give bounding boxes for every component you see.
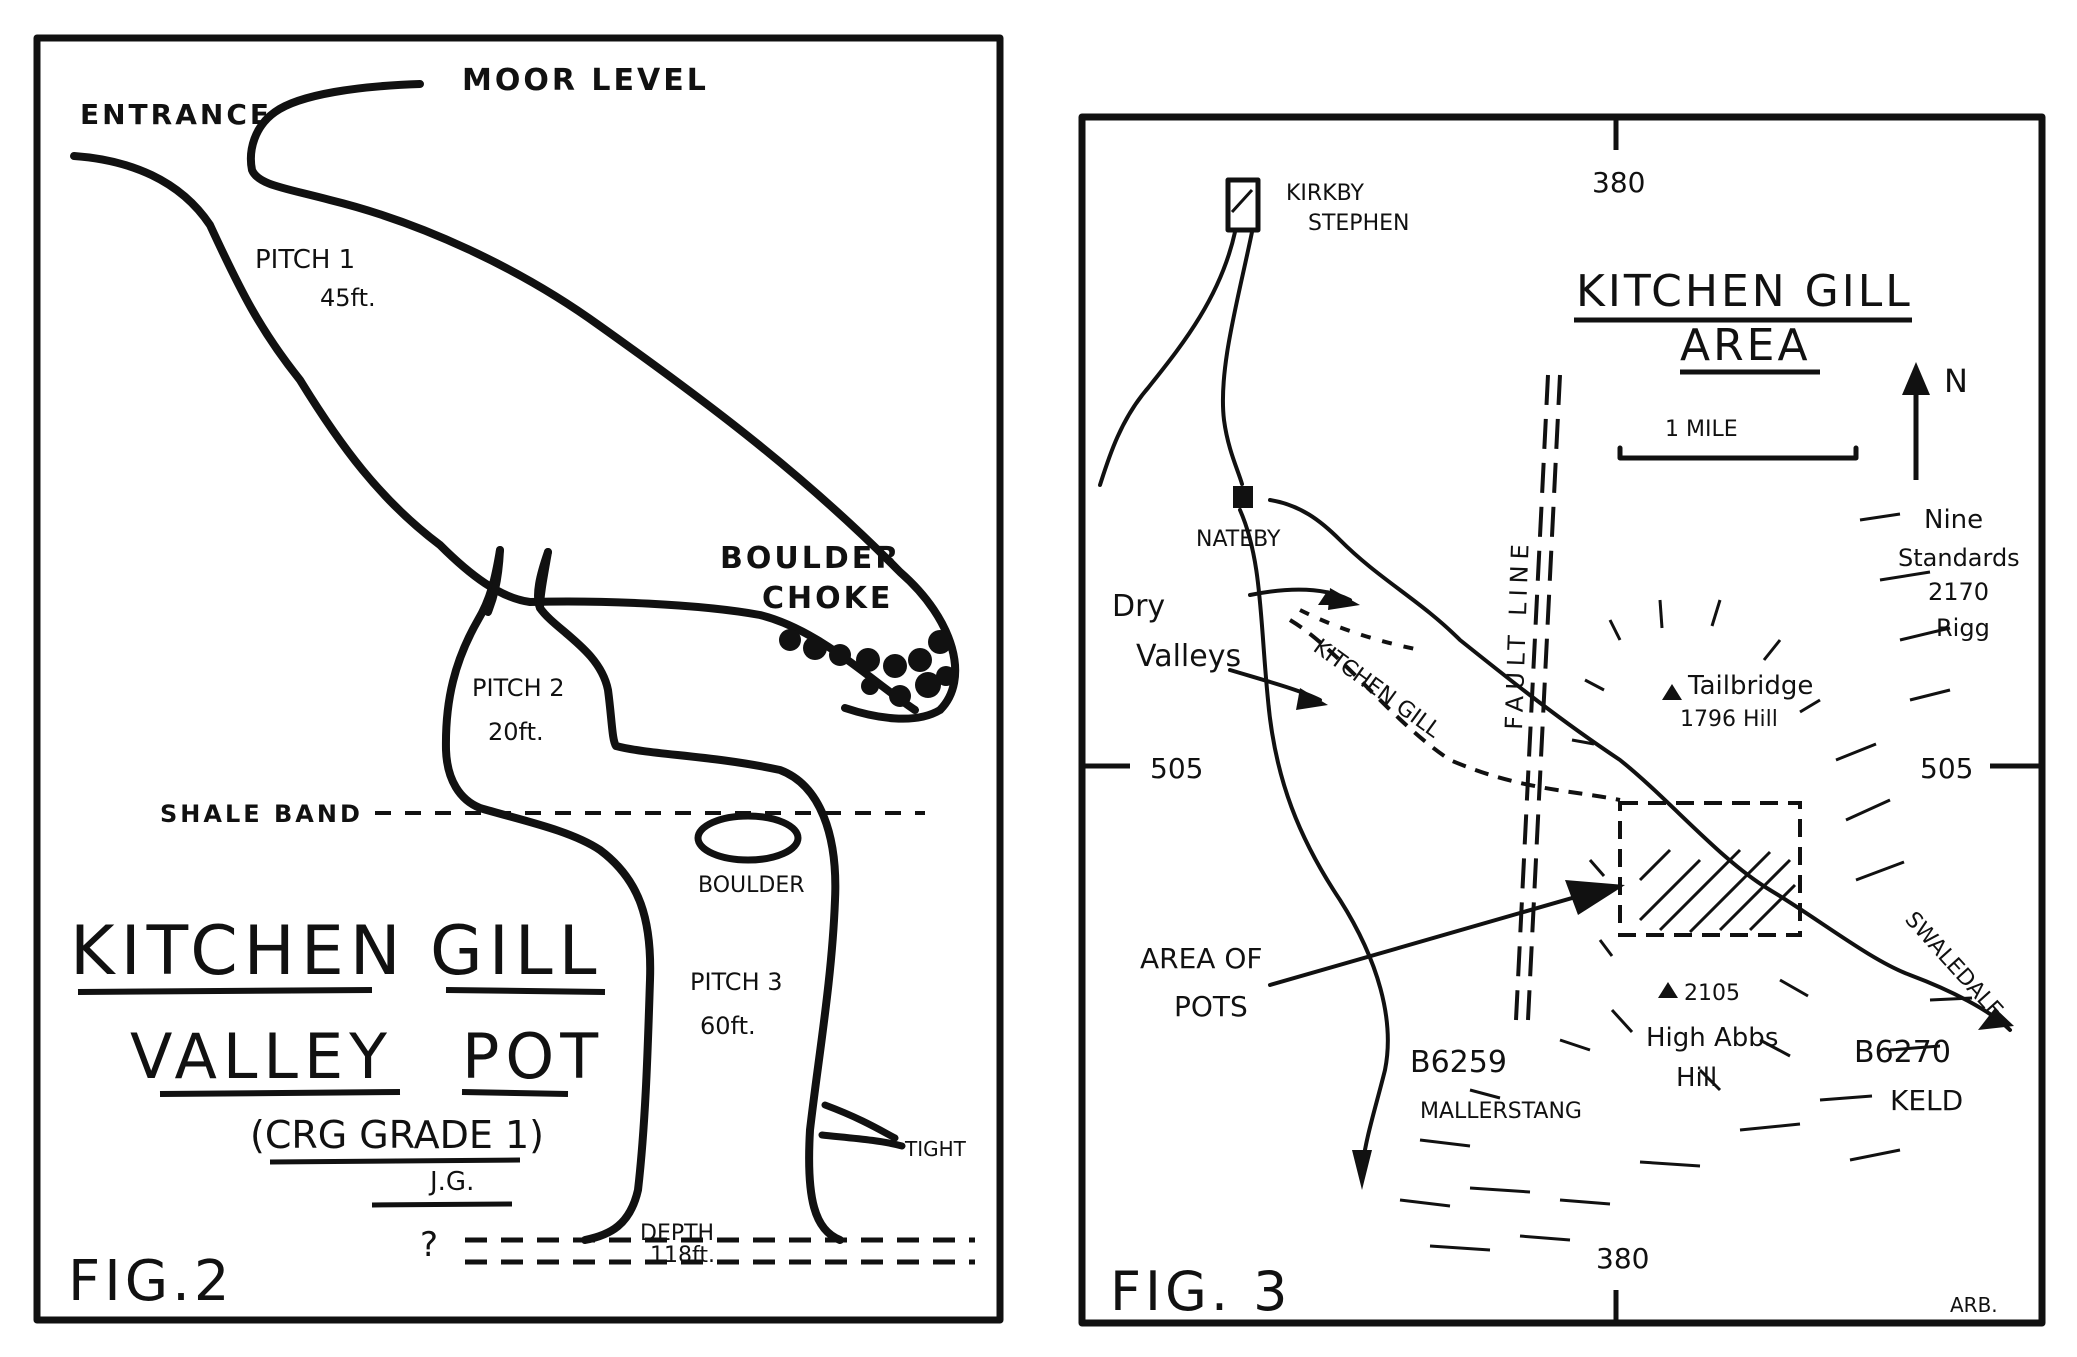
fig3-road-kirkby-nateby: [1220, 230, 1254, 486]
fig3-nine-standards-label-4: Rigg: [1936, 614, 1990, 642]
fig3-road-b6259: [1238, 508, 1390, 1172]
fig2-title-valley: VALLEY: [130, 1020, 393, 1093]
fig2-boulder-choke-label-2: CHOKE: [762, 581, 893, 616]
fig3-scale-bar: [1617, 445, 1859, 461]
fig2-boulder-label: BOULDER: [698, 873, 805, 898]
fig2-title-underline-1a: [77, 987, 373, 995]
fig2-boulder-choke-label-1: BOULDER: [720, 541, 901, 576]
fig3-figure-label: FIG. 3: [1110, 1260, 1292, 1323]
fig2-boulder-choke: [779, 629, 956, 707]
fig3-grid-bottom-label: 380: [1596, 1242, 1649, 1275]
fig3-river-west: [1098, 230, 1237, 487]
fig3-dry-valleys-label-1: Dry: [1112, 589, 1165, 624]
fig2-entrance-label: ENTRANCE: [80, 98, 272, 131]
fig2-grade-label: (CRG GRADE 1): [250, 1113, 544, 1157]
fig2-tight-marks: [818, 1101, 906, 1150]
fig3-scale-label: 1 MILE: [1665, 417, 1738, 442]
fig3-area-of-pots-box: [1618, 801, 1802, 937]
fig3-high-abbs-label-1: 2105: [1684, 981, 1740, 1006]
fig2-title-kitchen: KITCHEN: [70, 912, 407, 991]
fig2-cave-section: ENTRANCE MOOR LEVEL PITCH 1 45ft. BOULDE…: [33, 34, 1004, 1324]
fig2-title-underline-2a: [159, 1089, 401, 1097]
fig2-title-underline-2b: [461, 1089, 569, 1097]
fig3-grid-right-label: 505: [1920, 752, 1973, 785]
fig2-title-gill: GILL: [430, 912, 603, 991]
fig3-road-b6270-arrow: [1978, 1008, 2014, 1030]
fig3-nine-standards-label-3: 2170: [1928, 578, 1989, 606]
fig3-b6270-label: B6270: [1854, 1035, 1951, 1070]
fig3-hachures: [1399, 512, 1973, 1252]
fig2-pitch1-depth: 45ft.: [320, 284, 376, 312]
fig2-inner-passage-wall: [70, 152, 919, 714]
fig3-area-of-pots-arrow: [1268, 888, 1602, 987]
fig2-pitch2-label: PITCH 2: [472, 674, 565, 702]
fig3-nateby-hill-marker: [1318, 590, 1338, 605]
fig3-dry-valley-arrowhead-2: [1296, 688, 1328, 710]
fig3-swaledale-label: SWALEDALE: [1900, 907, 2008, 1023]
fig3-title-line1: KITCHEN GILL: [1576, 266, 1913, 317]
fig3-frame: [1078, 113, 2046, 1327]
fig2-moor-level-label: MOOR LEVEL: [462, 63, 709, 98]
fig3-area-of-pots-label-2: POTS: [1174, 990, 1248, 1023]
fig3-area-of-pots-label-1: AREA OF: [1140, 942, 1263, 975]
fig3-initials: ARB.: [1950, 1293, 1998, 1317]
fig2-depth-value: 118ft.: [650, 1243, 715, 1268]
fig2-frame: [33, 34, 1004, 1324]
fig2-pitch2-top-left: [484, 546, 504, 616]
fig3-mallerstang-label: MALLERSTANG: [1420, 1099, 1582, 1124]
fig3-road-b6270: [1268, 498, 2012, 1032]
fig3-area-of-pots-arrowhead: [1565, 880, 1625, 915]
fig2-pitch2-left-wall: [441, 546, 655, 1244]
fig2-initials: J.G.: [428, 1167, 474, 1197]
fig3-north-arrow-head: [1902, 362, 1930, 395]
fig3-fault-line-2: [1526, 374, 1562, 1021]
fig2-unknown-marker: ?: [420, 1225, 438, 1265]
fig2-pitch1-label: PITCH 1: [255, 245, 355, 275]
fig3-north-label: N: [1944, 362, 1968, 400]
fig3-kirkby-label-2: STEPHEN: [1308, 211, 1409, 236]
fig3-keld-label: KELD: [1890, 1084, 1963, 1117]
fig3-nine-standards-label-2: Standards: [1898, 544, 2020, 572]
fig3-grid-top-label: 380: [1592, 166, 1645, 199]
fig3-kitchen-gill-stream: [1288, 618, 1621, 802]
fig3-tailbridge-label-1: Tailbridge: [1687, 671, 1813, 701]
fig3-high-abbs-label-2: High Abbs: [1646, 1023, 1778, 1053]
fig3-nateby-symbol: [1233, 486, 1253, 508]
fig3-tailbridge-hill-marker: [1662, 684, 1682, 700]
fig3-road-b6259-arrow: [1352, 1150, 1372, 1190]
fig3-dry-valleys-label-2: Valleys: [1136, 639, 1241, 674]
fig3-tailbridge-label-2: 1796 Hill: [1680, 707, 1778, 732]
fig3-nine-standards-label-1: Nine: [1924, 505, 1983, 535]
fig3-kirkby-label-1: KIRKBY: [1286, 181, 1365, 206]
fig3-kirkby-hatch: [1230, 188, 1254, 214]
fig3-area-of-pots-hatching: [1638, 848, 1797, 934]
fig2-boulder-shape: [694, 812, 802, 864]
fig2-figure-label: FIG.2: [68, 1249, 234, 1314]
fig2-pitch3-depth: 60ft.: [700, 1012, 756, 1040]
fig3-grid-left-label: 505: [1150, 752, 1203, 785]
fig3-kirkby-symbol: [1225, 177, 1261, 233]
fig2-depth-label: DEPTH: [640, 1221, 714, 1246]
fig2-tight-label: TIGHT: [904, 1137, 967, 1161]
fig2-title-underline-1b: [445, 987, 606, 995]
fig3-title-line2: AREA: [1680, 320, 1811, 371]
fig3-high-abbs-hill-marker: [1658, 982, 1678, 998]
fig3-nateby-label: NATEBY: [1196, 527, 1281, 552]
fig3-b6259-label: B6259: [1410, 1045, 1507, 1080]
fig2-pitch2-top-right: [536, 548, 552, 612]
fig3-area-map: FAULT LINE N 1 MILE: [1078, 113, 2046, 1327]
fig2-moor-level-line: [246, 80, 960, 723]
fig3-high-abbs-label-3: Hill: [1676, 1063, 1717, 1093]
fig2-initials-underline: [371, 1201, 513, 1208]
fig2-grade-underline: [269, 1157, 521, 1165]
fig3-kitchen-gill-label: KITCHEN GILL: [1308, 635, 1445, 744]
fig2-pitch2-right-wall: [534, 548, 844, 1244]
fig3-dry-valley-upper: [1299, 608, 1421, 652]
fig2-pitch3-label: PITCH 3: [690, 968, 783, 996]
fig2-title-pot: POT: [462, 1020, 604, 1093]
fig3-fault-line-label: FAULT LINE: [1500, 538, 1535, 730]
fig2-pitch2-depth: 20ft.: [488, 718, 544, 746]
fig2-shale-band-label: SHALE BAND: [160, 800, 363, 828]
